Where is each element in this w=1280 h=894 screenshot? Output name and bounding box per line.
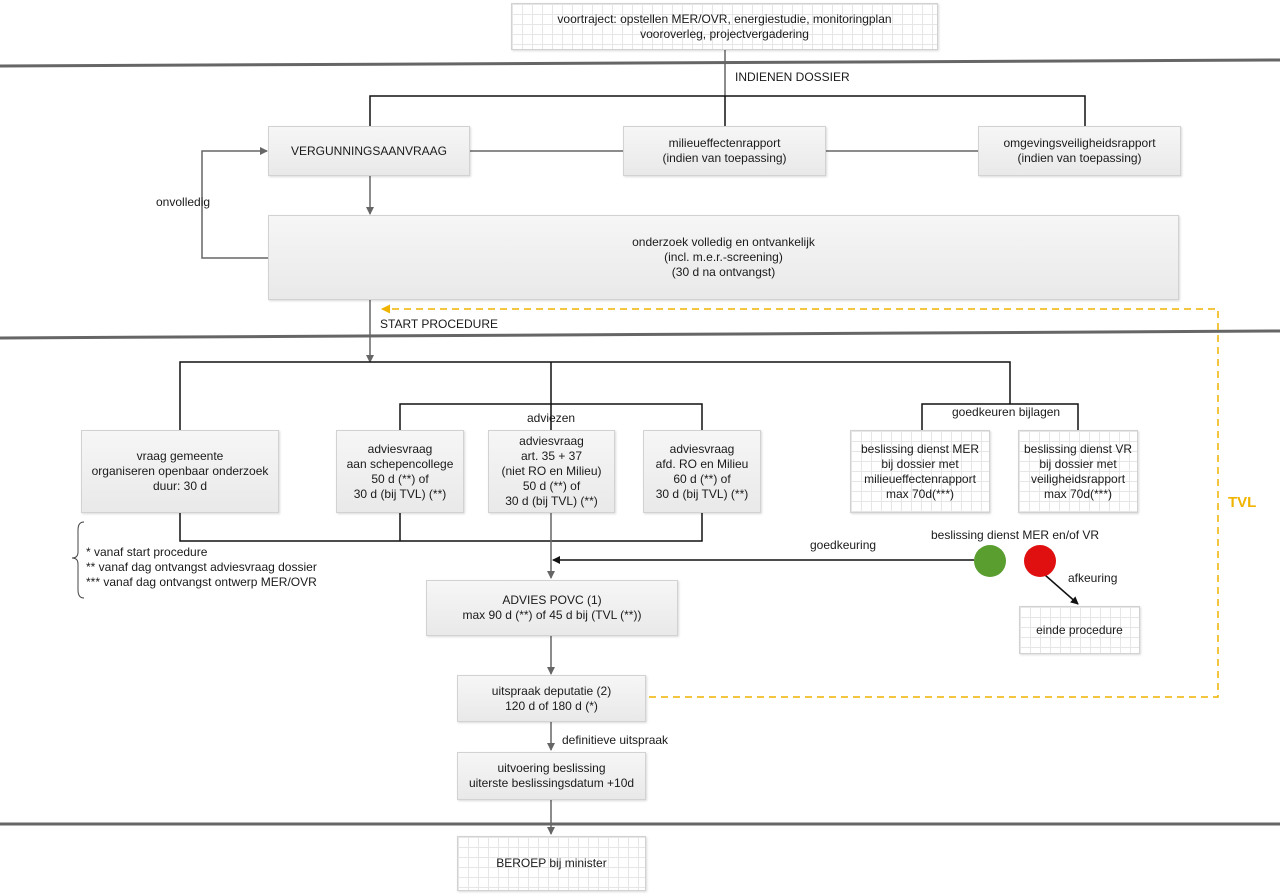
voortraject-box: voortraject: opstellen MER/OVR, energies… <box>511 3 938 50</box>
adviezen-label: adviezen <box>527 411 576 425</box>
goedkeuren-bijlagen-label: goedkeuren bijlagen <box>952 405 1061 419</box>
phase-divider-2 <box>0 329 1280 340</box>
goedkeuring-label: goedkeuring <box>810 538 877 552</box>
advies-povc-box: ADVIES POVC (1)max 90 d (**) of 45 d bij… <box>426 580 678 636</box>
reject-indicator <box>1024 545 1056 577</box>
afkeuring-label: afkeuring <box>1068 571 1118 585</box>
beslissing-dienst-label: beslissing dienst MER en/of VR <box>931 528 1100 542</box>
uitspraak-deputatie-box: uitspraak deputatie (2)120 d of 180 d (*… <box>457 675 646 722</box>
milieueffectenrapport-box: milieueffectenrapport(indien van toepass… <box>623 126 826 176</box>
omgevingsveiligheidsrapport-box: omgevingsveiligheidsrapport(indien van t… <box>978 126 1181 176</box>
legend-item: * vanaf start procedure <box>86 545 208 559</box>
legend: * vanaf start procedure ** vanaf dag ont… <box>86 545 317 590</box>
onvolledig-label: onvolledig <box>156 195 211 209</box>
beroep-box: BEROEP bij minister <box>457 836 646 891</box>
phase-divider-1 <box>0 58 1280 68</box>
approve-indicator <box>974 545 1006 577</box>
einde-procedure-box: einde procedure <box>1019 606 1140 654</box>
vergunningsaanvraag-box: VERGUNNINGSAANVRAAG <box>268 126 470 176</box>
definitieve-uitspraak-label: definitieve uitspraak <box>562 733 669 747</box>
indienen-dossier-label: INDIENEN DOSSIER <box>735 70 850 84</box>
legend-item: *** vanaf dag ontvangst ontwerp MER/OVR <box>86 575 317 589</box>
start-procedure-label: START PROCEDURE <box>380 317 499 331</box>
onderzoek-box: onderzoek volledig en ontvankelijk(incl.… <box>268 215 1179 300</box>
legend-item: ** vanaf dag ontvangst adviesvraag dossi… <box>86 560 317 574</box>
tvl-label: TVL <box>1228 494 1257 511</box>
